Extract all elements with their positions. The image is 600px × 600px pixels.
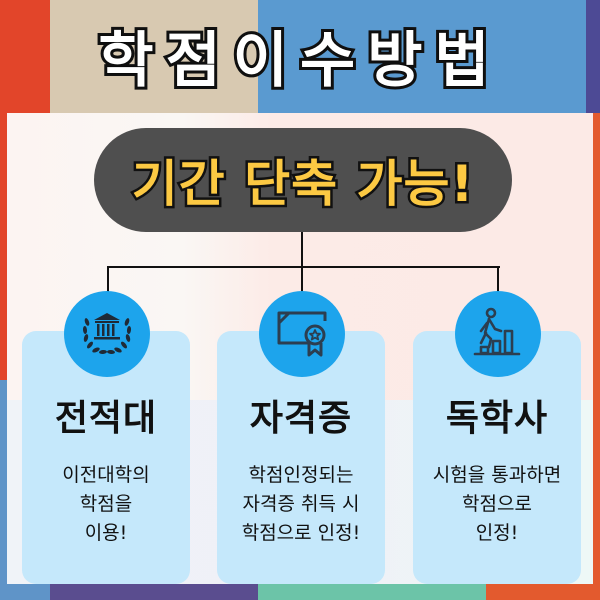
card-certificate: 자격증 학점인정되는 자격증 취득 시 학점으로 인정! [217,331,385,584]
background-teal-bottom-block [258,580,488,600]
card-desc-line: 학점으로 인정! [241,522,361,544]
card-desc-line: 인정! [475,522,519,544]
connector-line-3 [497,266,499,292]
certificate-award-icon [259,291,345,377]
subtitle-text: 기간 단축 가능! [129,153,476,216]
card-desc-line: 학점을 [79,493,133,515]
background-purple-block [586,0,600,113]
card-description: 학점인정되는 자격증 취득 시 학점으로 인정! [217,461,385,548]
university-laurel-icon [64,291,150,377]
card-desc-line: 학점으로 [462,493,532,515]
connector-line-1 [107,266,109,292]
background-orange-bottom-block [486,580,600,600]
connector-line-horizontal [107,266,500,268]
card-desc-line: 이전대학의 [62,464,150,486]
card-desc-line: 학점인정되는 [248,464,354,486]
background-blue-block [258,0,588,113]
card-description: 시험을 통과하면 학점으로 인정! [413,461,581,548]
subtitle-pill: 기간 단축 가능! [94,128,512,232]
card-desc-line: 이용! [84,522,128,544]
background-purple-bottom-block [50,580,260,600]
card-title: 자격증 [249,398,353,439]
connector-line-2 [301,266,303,292]
card-desc-line: 시험을 통과하면 [432,464,562,486]
connector-line-main [301,232,303,268]
person-climbing-steps-icon [455,291,541,377]
card-title: 전적대 [54,398,158,439]
page-title: 학점이수방법 [95,23,502,99]
background-beige-block [50,0,260,113]
card-description: 이전대학의 학점을 이용! [22,461,190,548]
card-title: 독학사 [445,398,549,439]
card-desc-line: 자격증 취득 시 [242,493,360,515]
